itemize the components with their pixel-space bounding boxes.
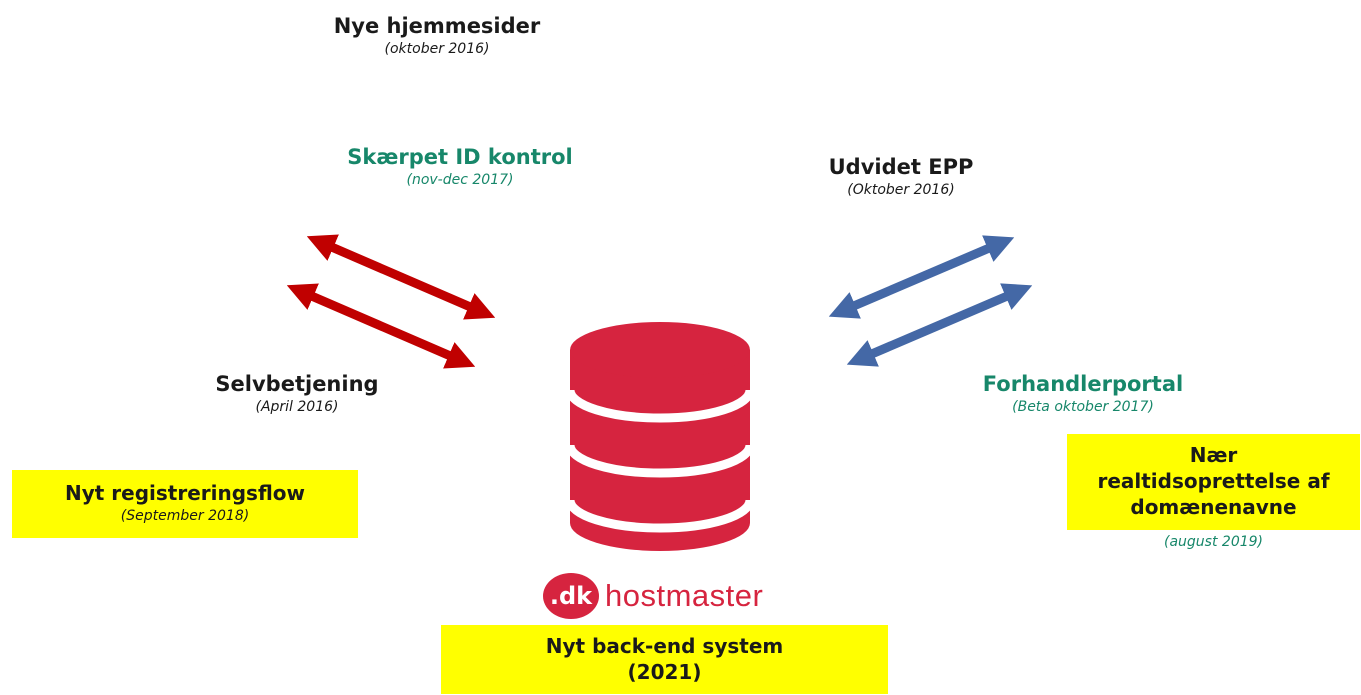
label-title: Skærpet ID kontrol xyxy=(347,145,573,169)
box-nyt-back-end-system: Nyt back-end system (2021) xyxy=(441,625,888,694)
box-line-1: Nær xyxy=(1189,443,1238,467)
blue-double-arrow-upper xyxy=(828,235,1015,319)
label-title: Forhandlerportal xyxy=(982,372,1184,396)
logo-text: hostmaster xyxy=(605,578,764,613)
box-date: (September 2018) xyxy=(120,508,250,524)
label-nye-hjemmesider: Nye hjemmesider (oktober 2016) xyxy=(287,13,587,59)
database-icon xyxy=(565,322,755,551)
box-nyt-registreringsflow: Nyt registreringsflow (September 2018) xyxy=(12,470,358,538)
label-date: (April 2016) xyxy=(255,399,339,415)
label-date: (august 2019) xyxy=(1164,534,1263,550)
label-date: (Oktober 2016) xyxy=(847,182,955,198)
hostmaster-logo: .dk hostmaster xyxy=(543,572,763,620)
blue-double-arrow-lower xyxy=(846,283,1033,367)
box-title: Nyt registreringsflow xyxy=(64,481,305,505)
box-line-2: (2021) xyxy=(627,660,702,684)
label-forhandlerportal: Forhandlerportal (Beta oktober 2017) xyxy=(933,371,1233,417)
dk-badge: .dk xyxy=(543,573,599,619)
box-naer-realtidsoprettelse: Nær realtidsoprettelse af domænenavne xyxy=(1067,434,1360,530)
label-date: (Beta oktober 2017) xyxy=(1012,399,1154,415)
box-line-2: realtidsoprettelse af xyxy=(1097,469,1330,493)
label-title: Udvidet EPP xyxy=(828,155,974,179)
label-skaerpet-id-kontrol: Skærpet ID kontrol (nov-dec 2017) xyxy=(310,144,610,190)
box-line-3: domænenavne xyxy=(1130,495,1297,519)
red-double-arrow-lower xyxy=(286,283,476,369)
label-date: (oktober 2016) xyxy=(384,41,490,57)
box-line-1: Nyt back-end system xyxy=(545,634,784,658)
label-udvidet-epp: Udvidet EPP (Oktober 2016) xyxy=(751,154,1051,200)
label-august-2019: (august 2019) xyxy=(1067,532,1360,552)
red-double-arrow-upper xyxy=(306,234,496,320)
label-date: (nov-dec 2017) xyxy=(406,172,514,188)
label-title: Selvbetjening xyxy=(215,372,379,396)
label-title: Nye hjemmesider xyxy=(333,14,541,38)
label-selvbetjening: Selvbetjening (April 2016) xyxy=(147,371,447,417)
